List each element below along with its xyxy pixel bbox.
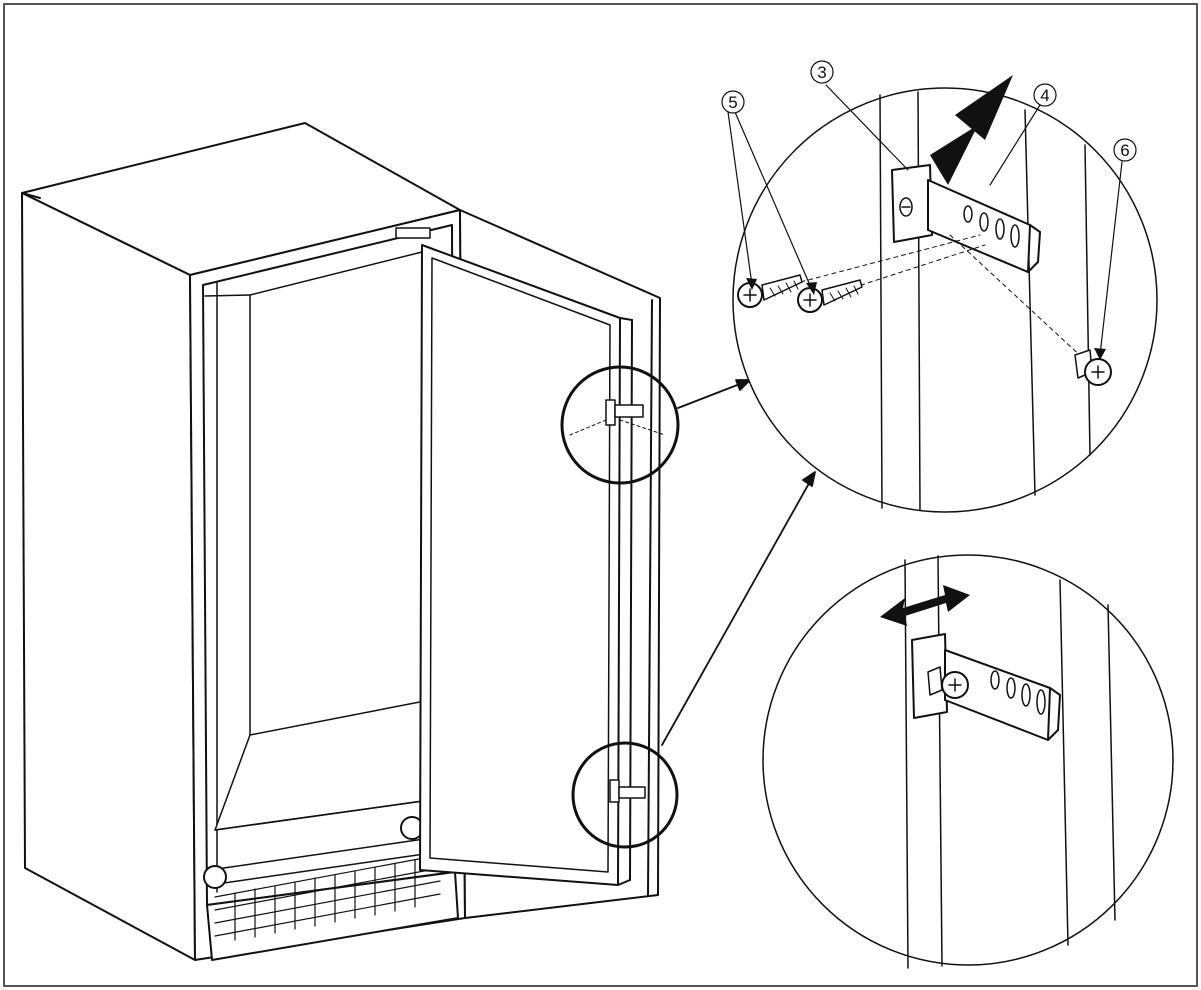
diagram-frame — [3, 3, 1198, 987]
callout-6: 6 — [1113, 138, 1137, 162]
svg-text:3: 3 — [817, 63, 826, 82]
door — [419, 209, 661, 919]
push-arrow-icon — [930, 75, 1013, 185]
wood-screw-right — [797, 279, 863, 313]
ventilation-grille — [214, 854, 441, 941]
svg-text:4: 4 — [1040, 86, 1049, 105]
lower-hinge-left — [203, 865, 227, 889]
lower-fixing-screw — [927, 666, 969, 699]
alignment-lines — [769, 234, 1086, 361]
callout-leaders — [727, 84, 1123, 356]
fixing-screw — [1074, 349, 1112, 386]
plate-part — [927, 179, 1041, 273]
pointer-arrows — [661, 379, 816, 746]
callout-3: 3 — [810, 60, 834, 84]
svg-text:6: 6 — [1120, 141, 1129, 160]
callout-5: 5 — [721, 90, 745, 114]
upper-detail-circle — [560, 365, 680, 485]
svg-text:5: 5 — [728, 93, 737, 112]
cabinet — [21, 122, 466, 961]
cabinet-left-side — [21, 192, 196, 961]
bracket-part — [891, 164, 933, 243]
upper-zoom-detail — [727, 75, 1158, 513]
top-hinge — [395, 227, 431, 239]
double-arrow-icon — [880, 585, 970, 626]
callout-4: 4 — [1033, 83, 1057, 107]
lower-zoom-detail — [762, 554, 1174, 969]
appliance-door — [419, 244, 621, 886]
lower-detail-circle — [571, 741, 679, 849]
